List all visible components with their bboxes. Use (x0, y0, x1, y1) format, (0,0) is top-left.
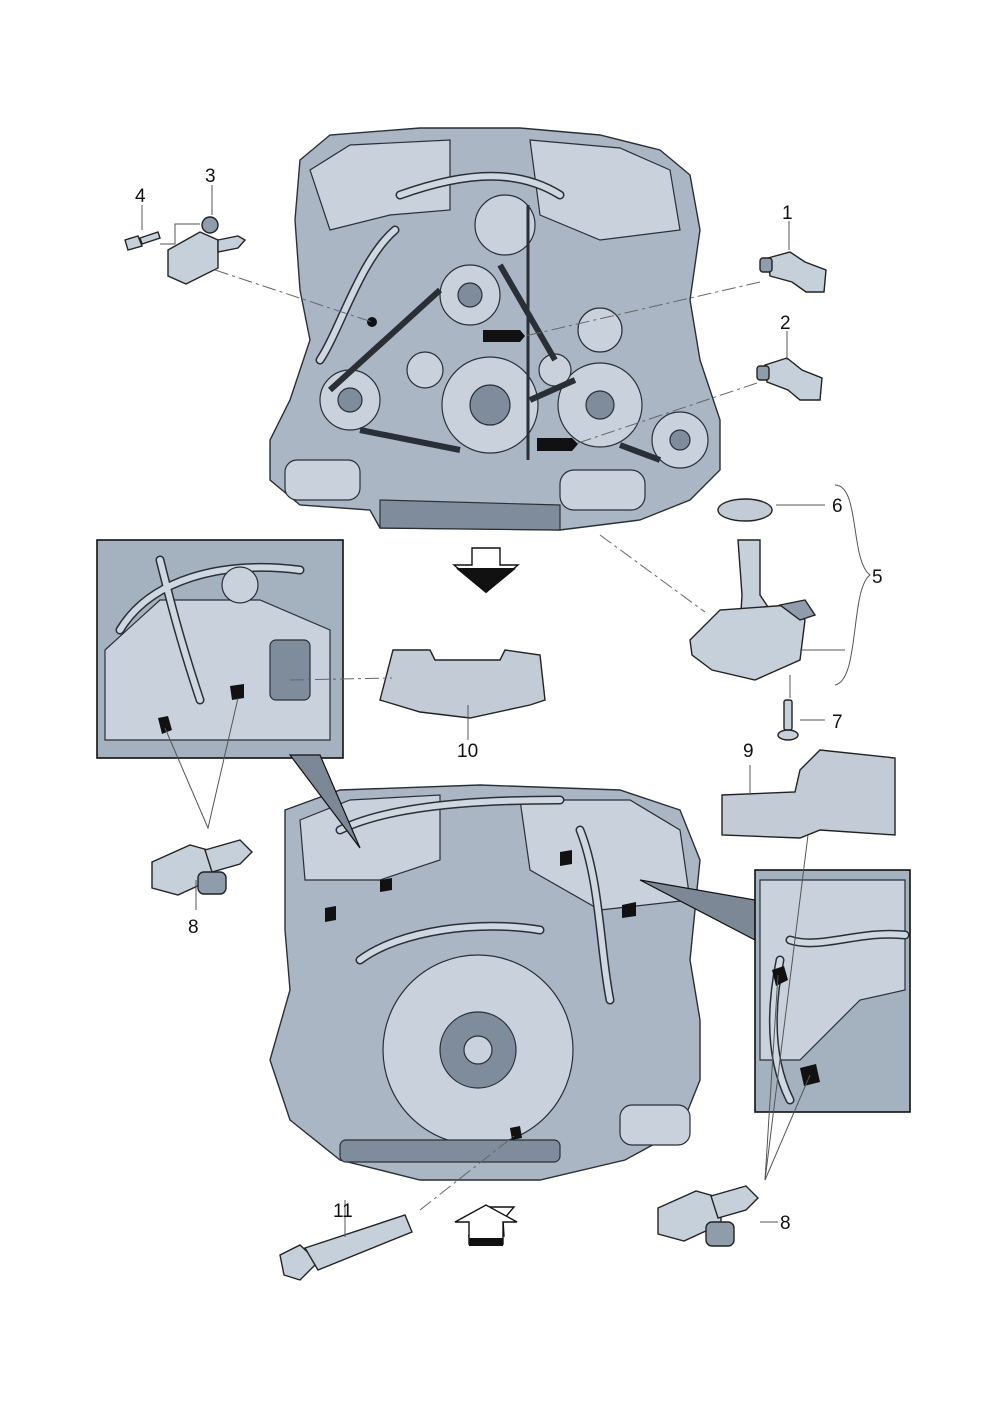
cover-plate-10 (379, 649, 546, 719)
seal-ring-6 (717, 498, 773, 522)
callout-4: 4 (135, 186, 146, 207)
engine-front-view (269, 127, 721, 531)
callout-7: 7 (832, 712, 843, 733)
cover-plate-9 (721, 749, 896, 839)
oil-level-sensor-5 (689, 539, 817, 681)
camshaft-sensor-8-right (657, 1185, 759, 1247)
bolt-4 (124, 231, 161, 251)
callout-10: 10 (457, 741, 478, 762)
callout-3: 3 (205, 166, 216, 187)
camshaft-sensor-8-left (151, 839, 253, 896)
bolt-7 (777, 699, 799, 741)
callout-8-left: 8 (188, 917, 199, 938)
callout-2: 2 (780, 313, 791, 334)
callout-5: 5 (872, 567, 883, 588)
engine-rear-view (269, 784, 701, 1181)
leader-lines (141, 185, 845, 1237)
inset-detail-left (96, 539, 344, 759)
sensor-2 (756, 357, 823, 401)
callout-1: 1 (782, 203, 793, 224)
callout-9: 9 (743, 741, 754, 762)
callout-6: 6 (832, 496, 843, 517)
sensor-3 (167, 216, 247, 285)
callout-11: 11 (333, 1201, 353, 1222)
sensor-1 (759, 251, 827, 293)
callout-8-right: 8 (780, 1213, 791, 1234)
sensor-11 (279, 1214, 413, 1281)
